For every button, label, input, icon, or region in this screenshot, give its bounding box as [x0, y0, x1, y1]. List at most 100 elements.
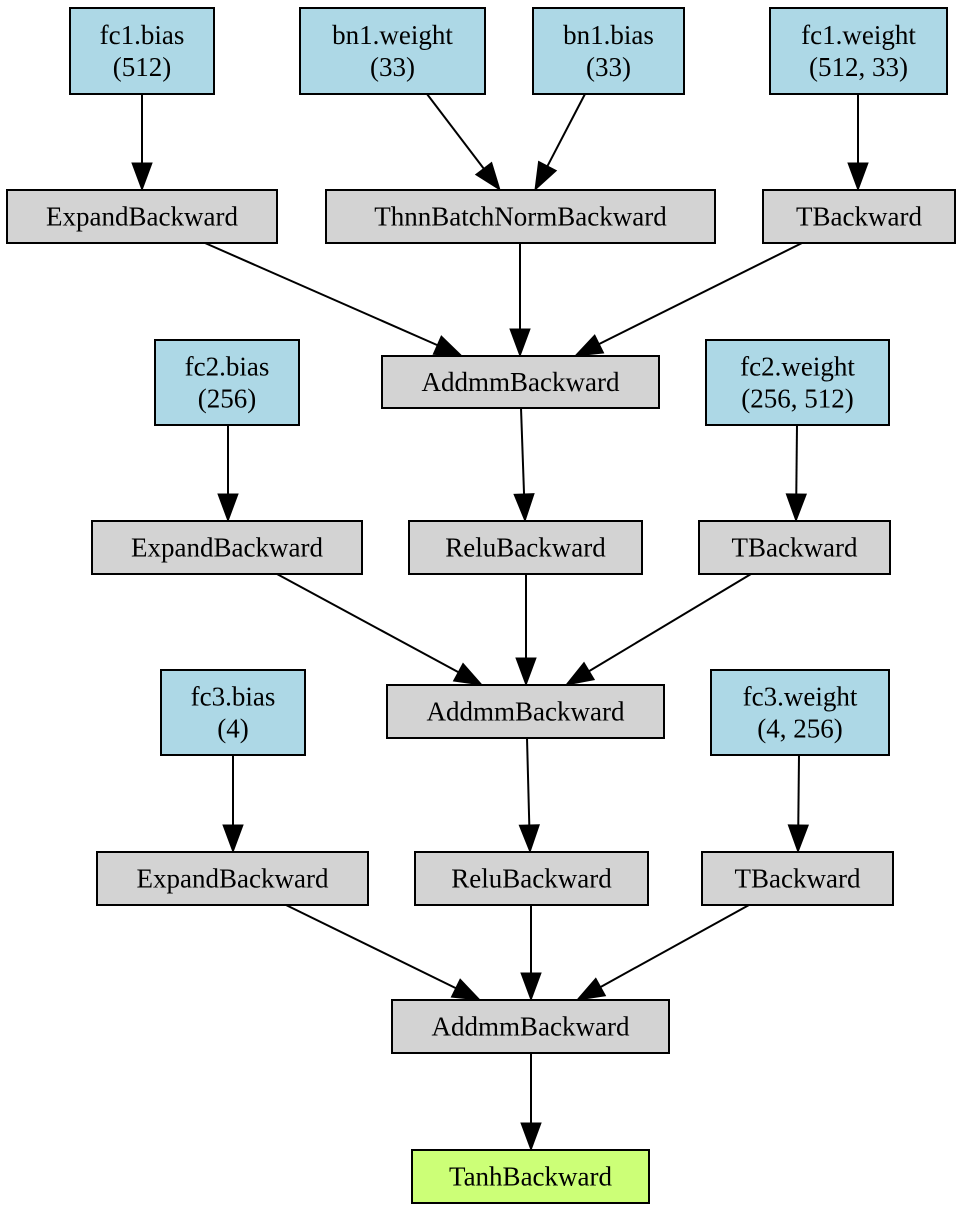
node-box [96, 851, 369, 906]
node-bn1-bias: bn1.bias(33) [532, 7, 685, 95]
node-label: ExpandBackward [137, 864, 329, 894]
node-box [91, 520, 363, 575]
edge-bn1_weight-to-batchnorm [426, 93, 501, 192]
node-fc1-weight: fc1.weight(512, 33) [769, 7, 948, 95]
node-box [710, 669, 890, 756]
arrowhead-icon [217, 493, 239, 523]
edge-fc1_weight-to-t1 [847, 94, 869, 192]
node-box [532, 7, 685, 95]
arrowhead-icon [131, 162, 153, 192]
arrowhead-icon [509, 328, 531, 358]
edge-t1-to-addmm1 [573, 242, 803, 357]
node-box [386, 684, 665, 739]
edge-line [600, 904, 750, 988]
node-shape-label: (256, 512) [741, 384, 853, 414]
edge-bn1_bias-to-batchnorm [534, 93, 586, 192]
edge-line [526, 737, 531, 826]
arrowhead-icon [432, 335, 464, 357]
node-box [69, 7, 215, 95]
arrowhead-icon [573, 334, 605, 357]
node-label: ReluBackward [451, 864, 612, 894]
node-fc3-bias: fc3.bias(4) [160, 669, 306, 756]
node-shape-label: (33) [586, 52, 631, 82]
nodes-layer: fc1.bias(512)bn1.weight(33)bn1.bias(33)f… [6, 7, 956, 1204]
edge-line [797, 754, 800, 826]
node-label: TBackward [732, 533, 858, 563]
arrowhead-icon [222, 824, 244, 854]
node-label: ReluBackward [445, 533, 606, 563]
edge-addmm1-to-relu1 [513, 407, 535, 523]
arrowhead-icon [847, 162, 869, 192]
arrowhead-icon [452, 662, 484, 686]
node-label: bn1.weight [332, 20, 453, 50]
node-label: fc3.weight [743, 682, 858, 712]
node-label: fc2.bias [185, 352, 270, 382]
edge-expand3-to-addmm3 [285, 904, 482, 1001]
edge-line [520, 407, 526, 495]
node-box [299, 7, 486, 95]
node-label: TBackward [796, 202, 922, 232]
node-shape-label: (256) [198, 384, 256, 414]
node-box [325, 189, 716, 244]
arrowhead-icon [564, 661, 596, 686]
node-box [160, 669, 306, 756]
node-relu2: ReluBackward [414, 851, 649, 906]
edge-expand2-to-addmm2 [276, 573, 484, 686]
edge-line [546, 93, 586, 167]
node-t3: TBackward [701, 851, 894, 906]
node-expand3: ExpandBackward [96, 851, 369, 906]
edge-t2-to-addmm2 [564, 573, 752, 686]
node-box [6, 189, 278, 244]
node-box [762, 189, 956, 244]
node-tanh: TanhBackward [411, 1149, 650, 1204]
edge-relu2-to-addmm3 [520, 905, 542, 1002]
node-label: TBackward [735, 864, 861, 894]
node-shape-label: (4, 256) [757, 714, 842, 744]
edge-batchnorm-to-addmm1 [509, 243, 531, 358]
node-shape-label: (33) [370, 52, 415, 82]
arrowhead-icon [575, 977, 607, 1001]
edge-line [426, 93, 485, 170]
edge-fc2_weight-to-t2 [785, 424, 808, 523]
edge-fc2_bias-to-expand2 [217, 425, 239, 523]
node-box [414, 851, 649, 906]
node-label: ExpandBackward [46, 202, 238, 232]
node-label: AddmmBackward [422, 367, 620, 397]
arrowhead-icon [520, 972, 542, 1002]
node-box [698, 520, 891, 575]
node-box [381, 355, 660, 409]
edge-fc3_weight-to-t3 [787, 754, 810, 854]
edge-line [588, 573, 752, 672]
edge-t3-to-addmm3 [575, 904, 750, 1001]
node-relu1: ReluBackward [408, 520, 643, 575]
node-expand2: ExpandBackward [91, 520, 363, 575]
node-label: bn1.bias [563, 20, 654, 50]
node-shape-label: (512, 33) [809, 52, 908, 82]
arrowhead-icon [513, 493, 535, 523]
node-shape-label: (512) [113, 52, 171, 82]
edge-fc1_bias-to-expand1 [131, 94, 153, 192]
node-fc2-weight: fc2.weight(256, 512) [705, 339, 890, 426]
edge-line [795, 424, 798, 495]
arrowhead-icon [474, 161, 501, 192]
node-box [391, 999, 670, 1054]
node-expand1: ExpandBackward [6, 189, 278, 244]
node-bn1-weight: bn1.weight(33) [299, 7, 486, 95]
node-fc1-bias: fc1.bias(512) [69, 7, 215, 95]
arrowhead-icon [450, 978, 482, 1001]
node-label: fc3.bias [191, 682, 276, 712]
node-batchnorm: ThnnBatchNormBackward [325, 189, 716, 244]
node-label: fc2.weight [740, 352, 855, 382]
node-box [154, 339, 300, 426]
node-t1: TBackward [762, 189, 956, 244]
arrowhead-icon [518, 824, 540, 854]
node-label: fc1.weight [801, 20, 916, 50]
node-label: AddmmBackward [427, 697, 625, 727]
edge-line [204, 242, 438, 347]
edge-line [598, 242, 803, 345]
edges-layer [131, 93, 869, 1152]
arrowhead-icon [534, 160, 558, 192]
arrowhead-icon [785, 493, 808, 523]
edge-addmm2-to-relu2 [518, 737, 540, 854]
